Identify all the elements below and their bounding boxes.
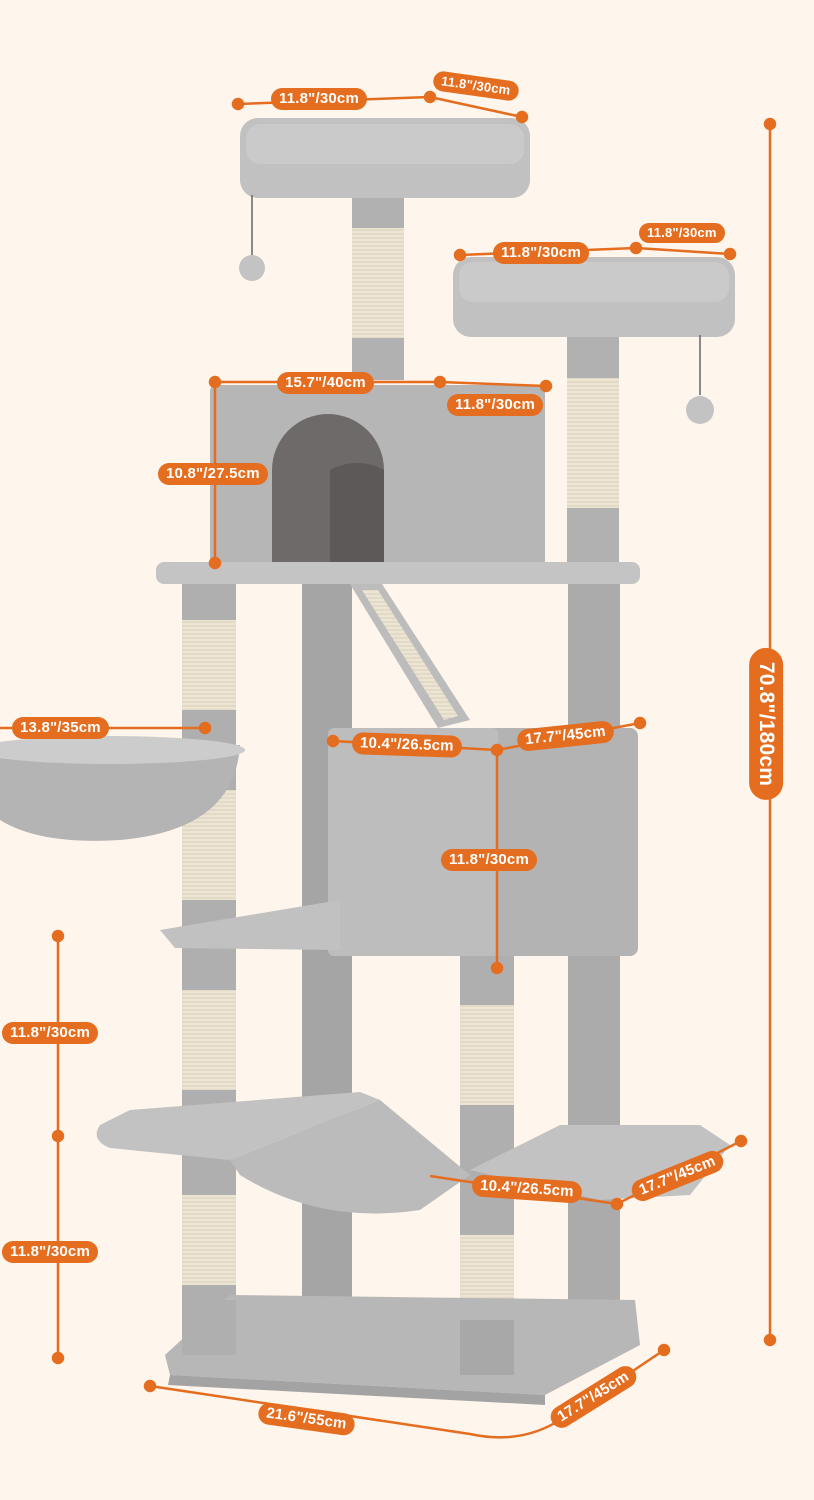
upper-condo-depth-label: 11.8"/30cm xyxy=(447,394,544,416)
upper-platform xyxy=(156,562,640,584)
base-board xyxy=(165,1295,640,1405)
upper-condo-width-label: 15.7"/40cm xyxy=(277,372,374,394)
total-height-label: 70.8"/180cm xyxy=(749,647,784,801)
hanging-basket xyxy=(0,736,245,841)
lower-condo xyxy=(328,728,638,956)
scratching-ramp xyxy=(350,584,470,728)
top-perch-width-label: 11.8"/30cm xyxy=(271,88,368,110)
upper-condo-height-label: 10.8"/27.5cm xyxy=(158,463,268,485)
lower-condo-width-label: 10.4"/26.5cm xyxy=(351,732,463,758)
left-tier-lower-height-label: 11.8"/30cm xyxy=(2,1241,99,1263)
middle-left-platform xyxy=(160,900,340,950)
left-tier-upper-height-label: 11.8"/30cm xyxy=(2,1022,99,1044)
second-perch xyxy=(453,257,735,424)
top-post xyxy=(352,180,404,380)
second-post xyxy=(567,325,619,575)
top-perch xyxy=(239,118,530,281)
second-perch-width-label: 11.8"/30cm xyxy=(493,242,590,264)
lower-condo-height-label: 11.8"/30cm xyxy=(441,849,538,871)
left-front-post xyxy=(182,584,236,1354)
upper-condo xyxy=(210,385,545,570)
lower-left-platform xyxy=(96,1092,470,1214)
second-perch-depth-label: 11.8"/30cm xyxy=(639,223,725,243)
basket-diameter-label: 13.8"/35cm xyxy=(12,717,109,739)
